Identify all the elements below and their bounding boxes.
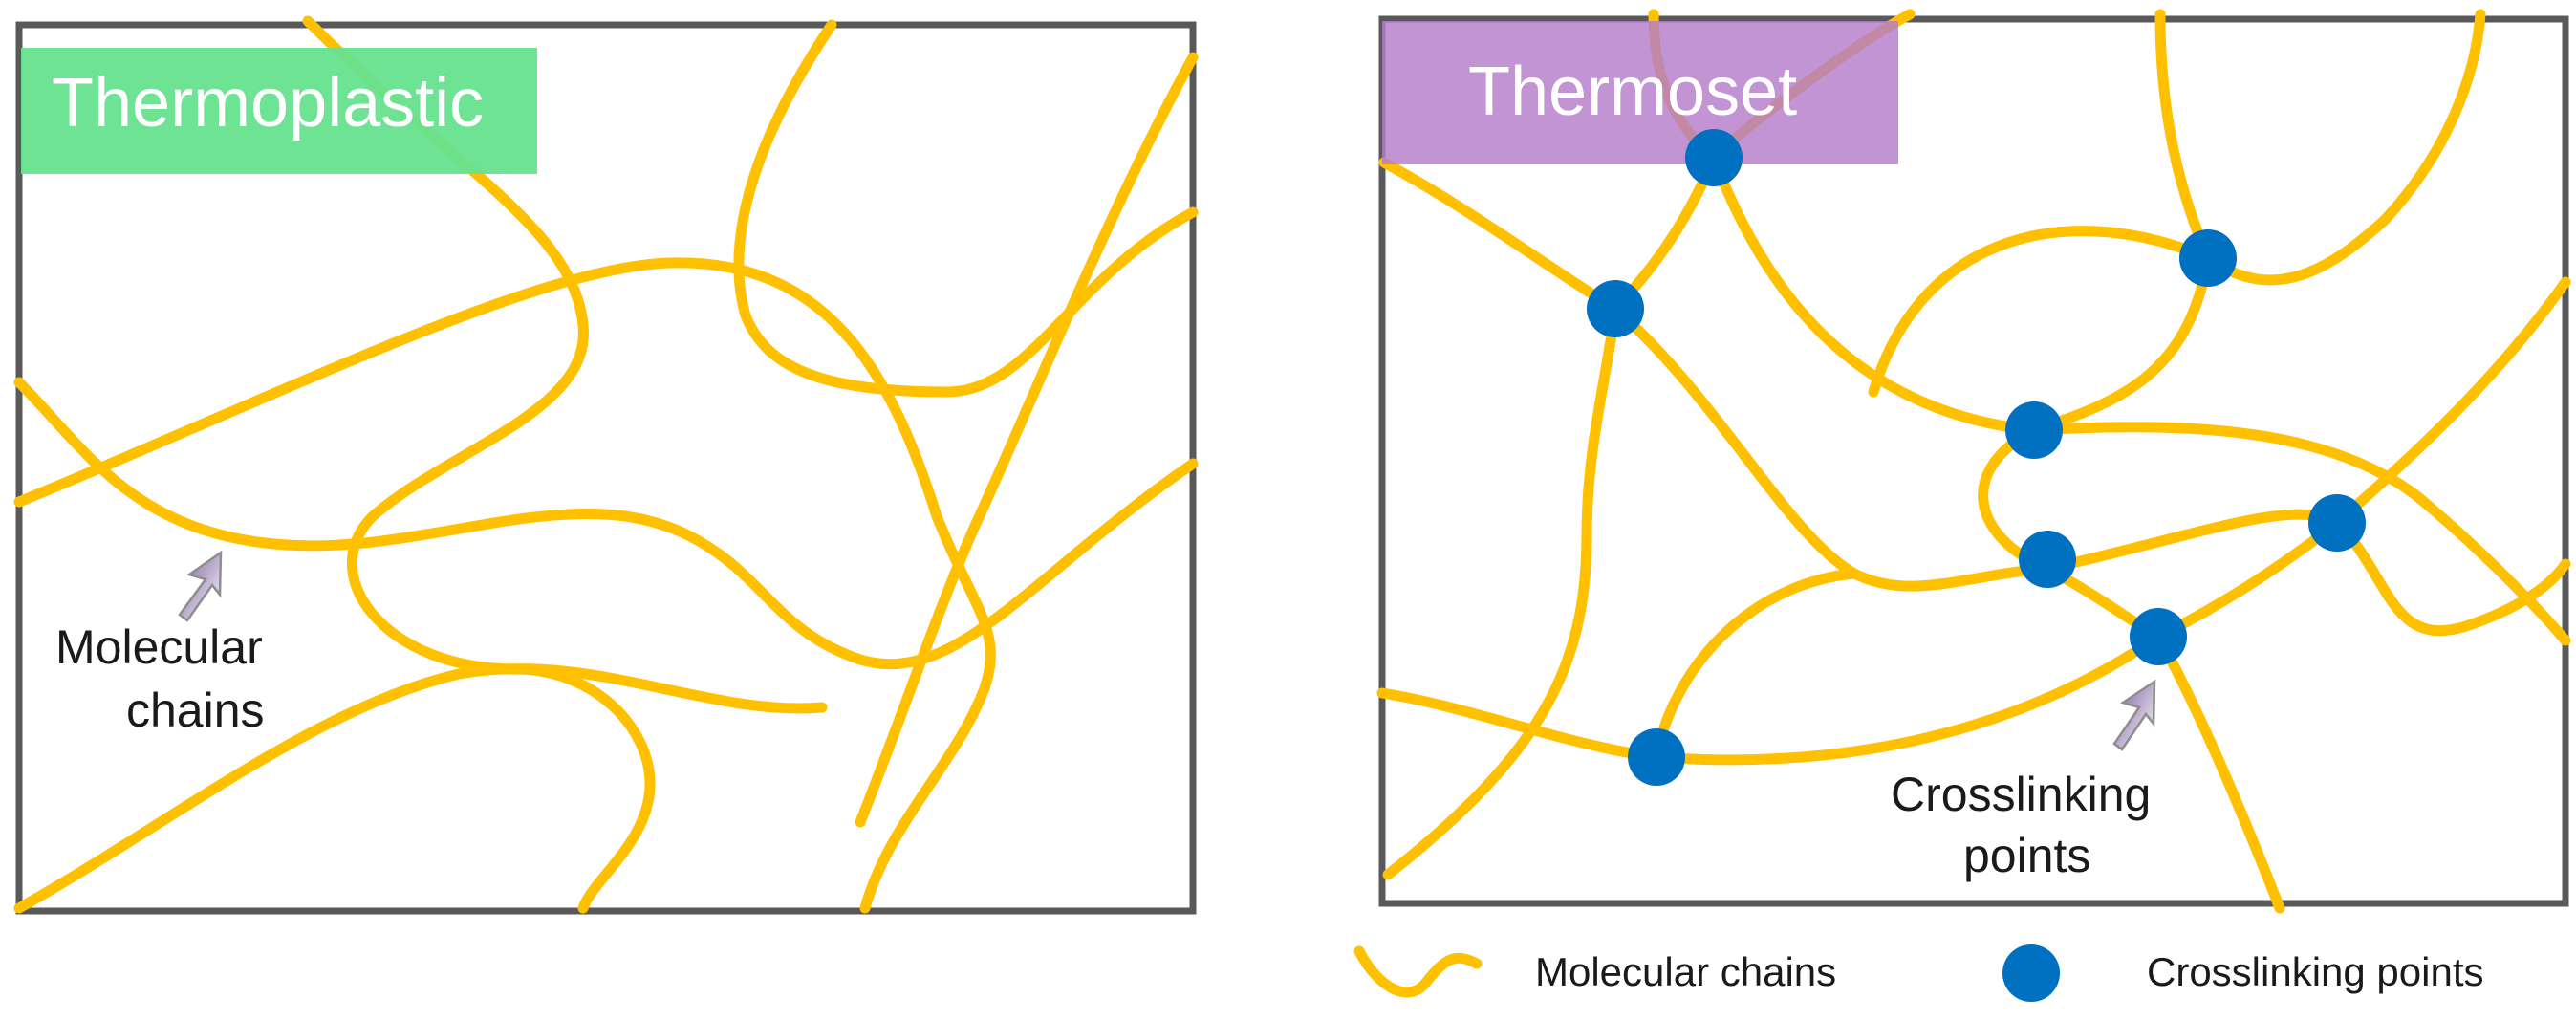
thermoplastic-title-badge [21,48,537,174]
molecular-chain [2154,9,2214,264]
molecular-chain [1382,303,1621,880]
legend-molecular-chains-label: Molecular chains [1535,949,1836,994]
thermoplastic-panel: Thermoplastic Molecular chains [13,15,1199,915]
molecular-chain [2331,276,2571,529]
molecular-chain [733,19,1199,398]
thermoset-frame [1378,15,2569,907]
molecular-chain [1376,687,1662,763]
molecular-chain [2331,517,2571,637]
crosslink-point [2130,608,2187,665]
crosslink-point [2308,494,2366,552]
crosslink-point [1685,129,1743,186]
thermoset-panel: Thermoset Crosslinking points [1376,9,2571,914]
crosslinking-points-label-line2: points [1963,829,2090,882]
molecular-chain [1651,631,2164,766]
thermoplastic-title: Thermoplastic [52,65,484,141]
crosslink-point [1628,728,1685,786]
crosslink-point [1587,280,1644,337]
blue-dot-icon [2002,944,2060,1002]
thermoset-title: Thermoset [1468,54,1797,130]
crosslinking-points [1587,129,2366,786]
molecular-chain [2202,9,2486,286]
wavy-line-icon [1353,945,1483,998]
crosslinking-points-label-line1: Crosslinking [1891,768,2151,821]
molecular-chain [1610,303,2053,592]
crosslink-point [2019,531,2076,588]
molecular-chain [13,257,996,914]
crosslink-point [2179,229,2237,287]
molecular-chain [2153,631,2285,914]
molecular-chain [2028,252,2214,436]
thermoset-title-badge [1382,21,1898,164]
molecular-chain [1708,152,2040,436]
crosslink-point [2005,401,2063,459]
legend: Molecular chains Crosslinking points [1353,944,2484,1002]
arrow-up-right-icon [178,550,223,622]
molecular-chain [1868,226,2214,398]
molecular-chain [13,377,1199,670]
molecular-chains-label-line1: Molecular [55,620,263,674]
molecular-chain [1378,157,1621,315]
thermoplastic-chains [13,15,1199,914]
molecular-chains-label-line2: chains [126,684,265,737]
molecular-chain [13,663,828,914]
molecular-chain [855,52,1199,828]
molecular-chain [1651,568,1860,763]
legend-crosslinking-points-label: Crosslinking points [2147,949,2484,994]
arrow-up-right-icon [2112,679,2156,751]
